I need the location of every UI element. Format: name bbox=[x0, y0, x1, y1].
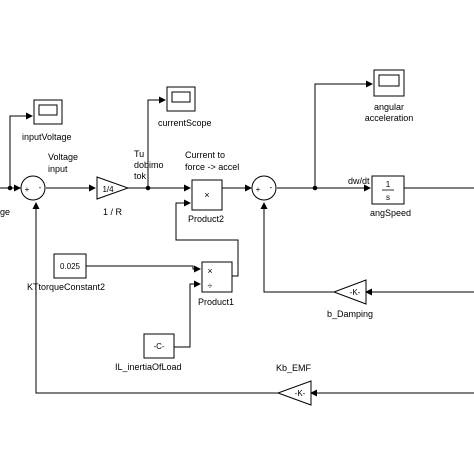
product2-block[interactable]: × Product2 bbox=[188, 179, 224, 224]
inertia-constant-block[interactable]: -C- IL_inertiaOfLoad bbox=[115, 333, 182, 372]
integrator-name: angSpeed bbox=[370, 208, 411, 218]
product2-name: Product2 bbox=[188, 214, 224, 224]
input-voltage-scope[interactable]: inputVoltage bbox=[22, 99, 72, 142]
scope-icon bbox=[171, 91, 191, 103]
angular-scope-name-1: angular bbox=[374, 102, 404, 112]
damping-gain-block[interactable]: -K- b_Damping bbox=[327, 279, 373, 319]
damping-value: -K- bbox=[350, 288, 361, 297]
sum1-plus-sign: + bbox=[25, 185, 30, 194]
sum-block-2[interactable]: + - bbox=[251, 175, 277, 201]
sum2-minus-sign: - bbox=[270, 183, 273, 192]
product1-div-symbol: ÷ bbox=[208, 281, 213, 291]
sum-block-1[interactable]: + - bbox=[20, 175, 46, 201]
gain-block-r[interactable]: 1/4 1 / R bbox=[96, 176, 130, 217]
angular-scope-name-2: acceleration bbox=[365, 113, 414, 123]
tu-label-2: dobimo bbox=[134, 160, 164, 170]
current-label-2: force -> accel bbox=[185, 162, 239, 172]
signal-lines bbox=[0, 80, 474, 397]
torque-constant-block[interactable]: 0.025 KTtorqueConstant2 bbox=[27, 253, 105, 292]
line-emf-to-sum1 bbox=[32, 202, 278, 394]
product1-name: Product1 bbox=[198, 297, 234, 307]
integrator-block[interactable]: 1 s angSpeed bbox=[370, 175, 411, 218]
integrator-denominator: s bbox=[386, 193, 390, 202]
torque-constant-name: KTtorqueConstant2 bbox=[27, 282, 105, 292]
emf-name: Kb_EMF bbox=[276, 363, 312, 373]
line-to-angular-scope bbox=[314, 80, 373, 188]
gain-r-value: 1/4 bbox=[102, 185, 114, 194]
sum1-minus-sign: - bbox=[39, 183, 42, 192]
product2-symbol: × bbox=[204, 190, 209, 200]
emf-gain-block[interactable]: -K- bbox=[276, 380, 312, 406]
line-inertia-to-product1 bbox=[174, 280, 201, 348]
torque-constant-value: 0.025 bbox=[60, 262, 81, 271]
integrator-numerator: 1 bbox=[386, 180, 391, 189]
sum2-plus-sign: + bbox=[256, 185, 261, 194]
damping-name: b_Damping bbox=[327, 309, 373, 319]
current-scope-name: currentScope bbox=[158, 118, 212, 128]
current-label-1: Current to bbox=[185, 150, 225, 160]
line-to-current-scope bbox=[147, 96, 166, 188]
voltage-input-label-1: Voltage bbox=[48, 152, 78, 162]
line-to-input-scope bbox=[9, 112, 33, 188]
tu-label-1: Tu bbox=[134, 149, 144, 159]
line-product1-to-product2 bbox=[175, 199, 239, 277]
angular-acceleration-scope[interactable]: angular acceleration bbox=[365, 69, 414, 123]
tu-label-3: tok bbox=[134, 171, 147, 181]
voltage-input-label-2: input bbox=[48, 164, 68, 174]
inertia-name: IL_inertiaOfLoad bbox=[115, 362, 182, 372]
voltage-label: ge bbox=[0, 207, 10, 217]
product1-block[interactable]: × ÷ Product1 bbox=[198, 261, 234, 307]
line-torque-to-product1 bbox=[86, 265, 201, 273]
current-scope[interactable]: currentScope bbox=[158, 86, 212, 128]
product1-mult-symbol: × bbox=[207, 266, 212, 276]
input-voltage-scope-name: inputVoltage bbox=[22, 132, 72, 142]
gain-r-name: 1 / R bbox=[103, 207, 123, 217]
inertia-value: -C- bbox=[153, 342, 164, 351]
scope-icon bbox=[38, 104, 58, 116]
scope-icon bbox=[378, 74, 400, 87]
dwdt-label: dw/dt bbox=[348, 176, 370, 186]
emf-value: -K- bbox=[295, 389, 306, 398]
line-damping-to-sum2 bbox=[260, 202, 334, 293]
